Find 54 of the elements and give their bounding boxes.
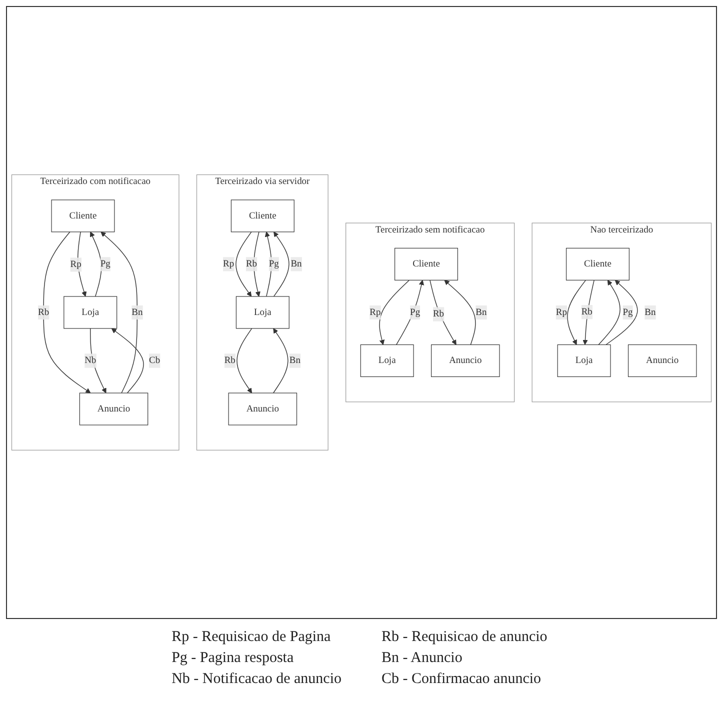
legend-entry: Bn - Anuncio [382,650,464,667]
arrow [236,232,252,297]
arrow [100,232,138,394]
edge-label: Rp [370,307,381,318]
node-box: Anuncio [628,344,697,378]
edge-label: Bn [476,307,487,318]
arrow [379,280,410,346]
edge-label: Pg [268,258,279,269]
edge-label: Bn [132,307,143,318]
arrow [273,328,288,394]
arrow [582,280,594,346]
legend-entry: Pg - Pagina resposta [172,650,295,667]
node-box: Cliente [230,200,294,232]
edge-label: Rb [581,306,592,317]
arrow [264,232,272,297]
legend-entry: Nb - Notificacao de anuncio [172,671,342,688]
edge-label: Rb [432,308,444,320]
arrow [396,280,424,346]
edge-label: Pg [410,307,420,318]
edge-label: Rb [38,307,50,318]
edge-label: Rp [556,307,567,318]
node-box: Loja [360,344,414,378]
arrow [90,328,106,394]
arrow [236,328,252,394]
edge-label: Pg [100,258,110,269]
node-box: Loja [236,296,290,329]
arrow [598,280,620,346]
legend-entry: Rb - Requisicao de anuncio [382,629,548,646]
node-box: Cliente [566,248,630,281]
edge-label: Pg [622,307,633,318]
node-box: Loja [64,296,118,329]
arrow [444,280,476,346]
arrow [430,280,456,346]
arrow [111,328,144,394]
node-box: Loja [557,344,611,378]
legend-entry: Rp - Requisicao de Pagina [172,629,332,646]
legend-entry: Cb - Confirmacao anuncio [382,671,542,688]
edge-label: Bn [289,355,300,366]
edge-label: Bn [644,307,656,318]
edge-label: Nb [84,355,96,366]
node-box: Cliente [394,248,458,281]
arrow [273,232,290,297]
edge-label: Rb [224,355,236,366]
edge-label: Bn [290,258,302,269]
node-box: Cliente [51,200,115,232]
arrow [567,280,586,346]
edge-label: Rp [70,259,82,270]
node-box: Anuncio [228,392,298,426]
edge-label: Rb [246,258,258,269]
edge-label: Cb [148,355,160,366]
node-box: Anuncio [79,392,148,426]
edge-label: Rp [223,258,234,269]
arrow [606,280,638,346]
node-box: Anuncio [431,344,500,378]
